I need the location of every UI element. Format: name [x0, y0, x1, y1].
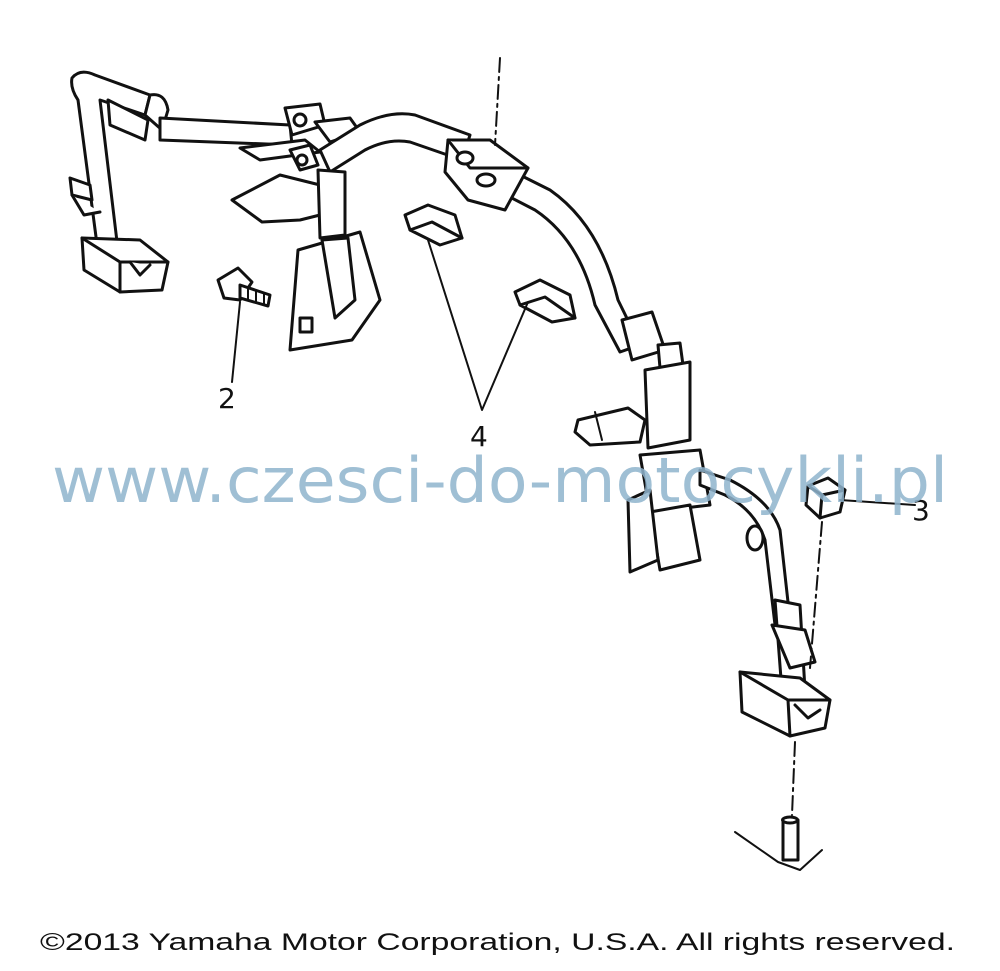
frame-right-arm — [573, 310, 692, 450]
centerline-nut — [809, 521, 823, 669]
part-4-damper-pad-b — [513, 278, 577, 324]
frame-left-foot — [68, 176, 170, 294]
leader-lines — [231, 57, 916, 816]
part-4-damper-pad-a — [403, 203, 464, 247]
copyright-notice: ©2013 Yamaha Motor Corporation, U.S.A. A… — [40, 929, 955, 956]
callout-4: 4 — [470, 420, 488, 453]
frame-right-foot — [738, 598, 832, 738]
frame-center-clamp — [283, 102, 362, 172]
frame-left-loop — [70, 70, 170, 254]
frame-center-bracket — [230, 168, 382, 352]
watermark-text: www.czesci-do-motocykli.pl — [52, 444, 948, 517]
frame-upper-cross — [158, 116, 322, 162]
centerline-stud — [791, 741, 796, 816]
leader-line-3 — [839, 499, 916, 506]
callout-3: 3 — [912, 494, 930, 527]
frame-arch-clamp — [443, 138, 530, 212]
mounting-stud — [734, 815, 823, 871]
centerline-top — [494, 57, 501, 146]
leader-line-4 — [427, 239, 529, 411]
part-3-nut — [804, 476, 847, 520]
part-2-bolt — [216, 266, 272, 308]
callout-2: 2 — [218, 382, 236, 415]
leader-line-2 — [231, 301, 241, 383]
